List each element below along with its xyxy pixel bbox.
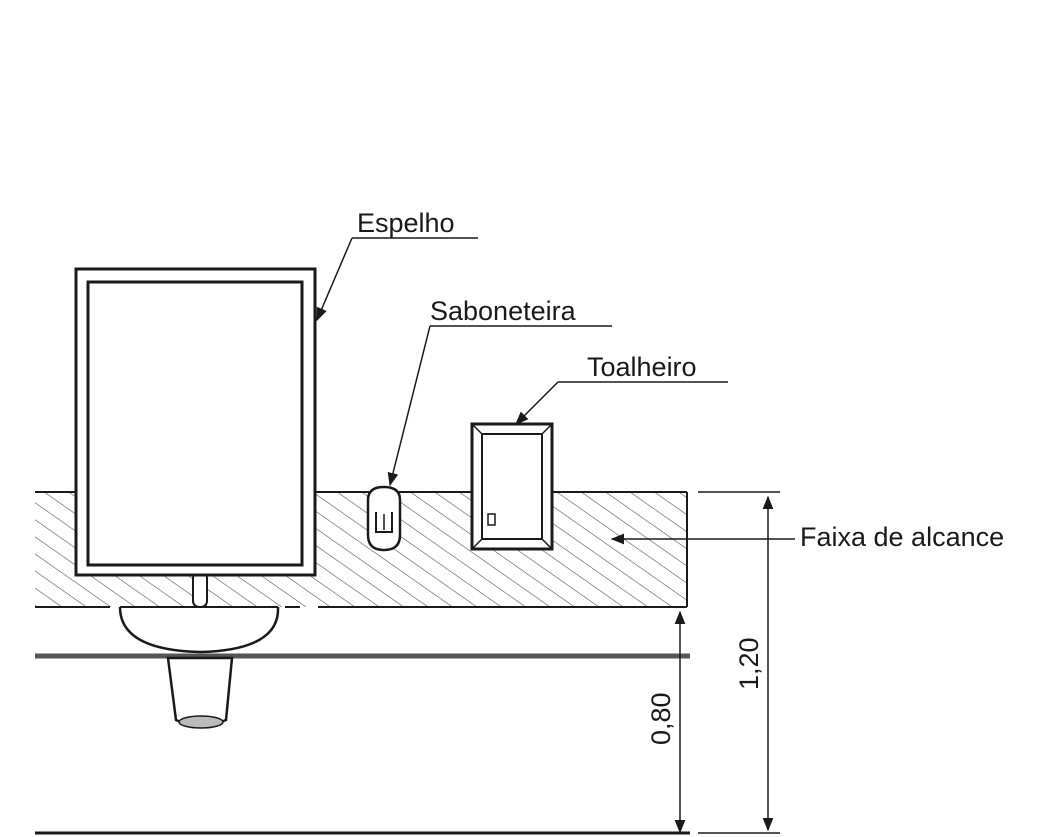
dimension-reach-top: 1,20 xyxy=(698,491,780,834)
soap-dispenser xyxy=(366,485,402,552)
label-mirror-text: Espelho xyxy=(357,208,455,238)
label-reach-band-text: Faixa de alcance xyxy=(800,522,1004,552)
label-reach-band: Faixa de alcance xyxy=(610,522,1004,552)
towel-dispenser xyxy=(470,422,554,551)
dimension-sink-height-text: 0,80 xyxy=(646,692,676,745)
label-towel-dispenser: Toalheiro xyxy=(515,352,728,425)
dimension-sink-height: 0,80 xyxy=(646,610,686,834)
washbasin xyxy=(118,571,280,729)
dimension-reach-top-text: 1,20 xyxy=(734,637,764,690)
label-soap-dispenser: Saboneteira xyxy=(387,296,612,487)
label-towel-dispenser-text: Toalheiro xyxy=(587,352,697,382)
label-mirror: Espelho xyxy=(316,208,478,322)
label-soap-dispenser-text: Saboneteira xyxy=(430,296,577,326)
mirror xyxy=(74,267,317,577)
